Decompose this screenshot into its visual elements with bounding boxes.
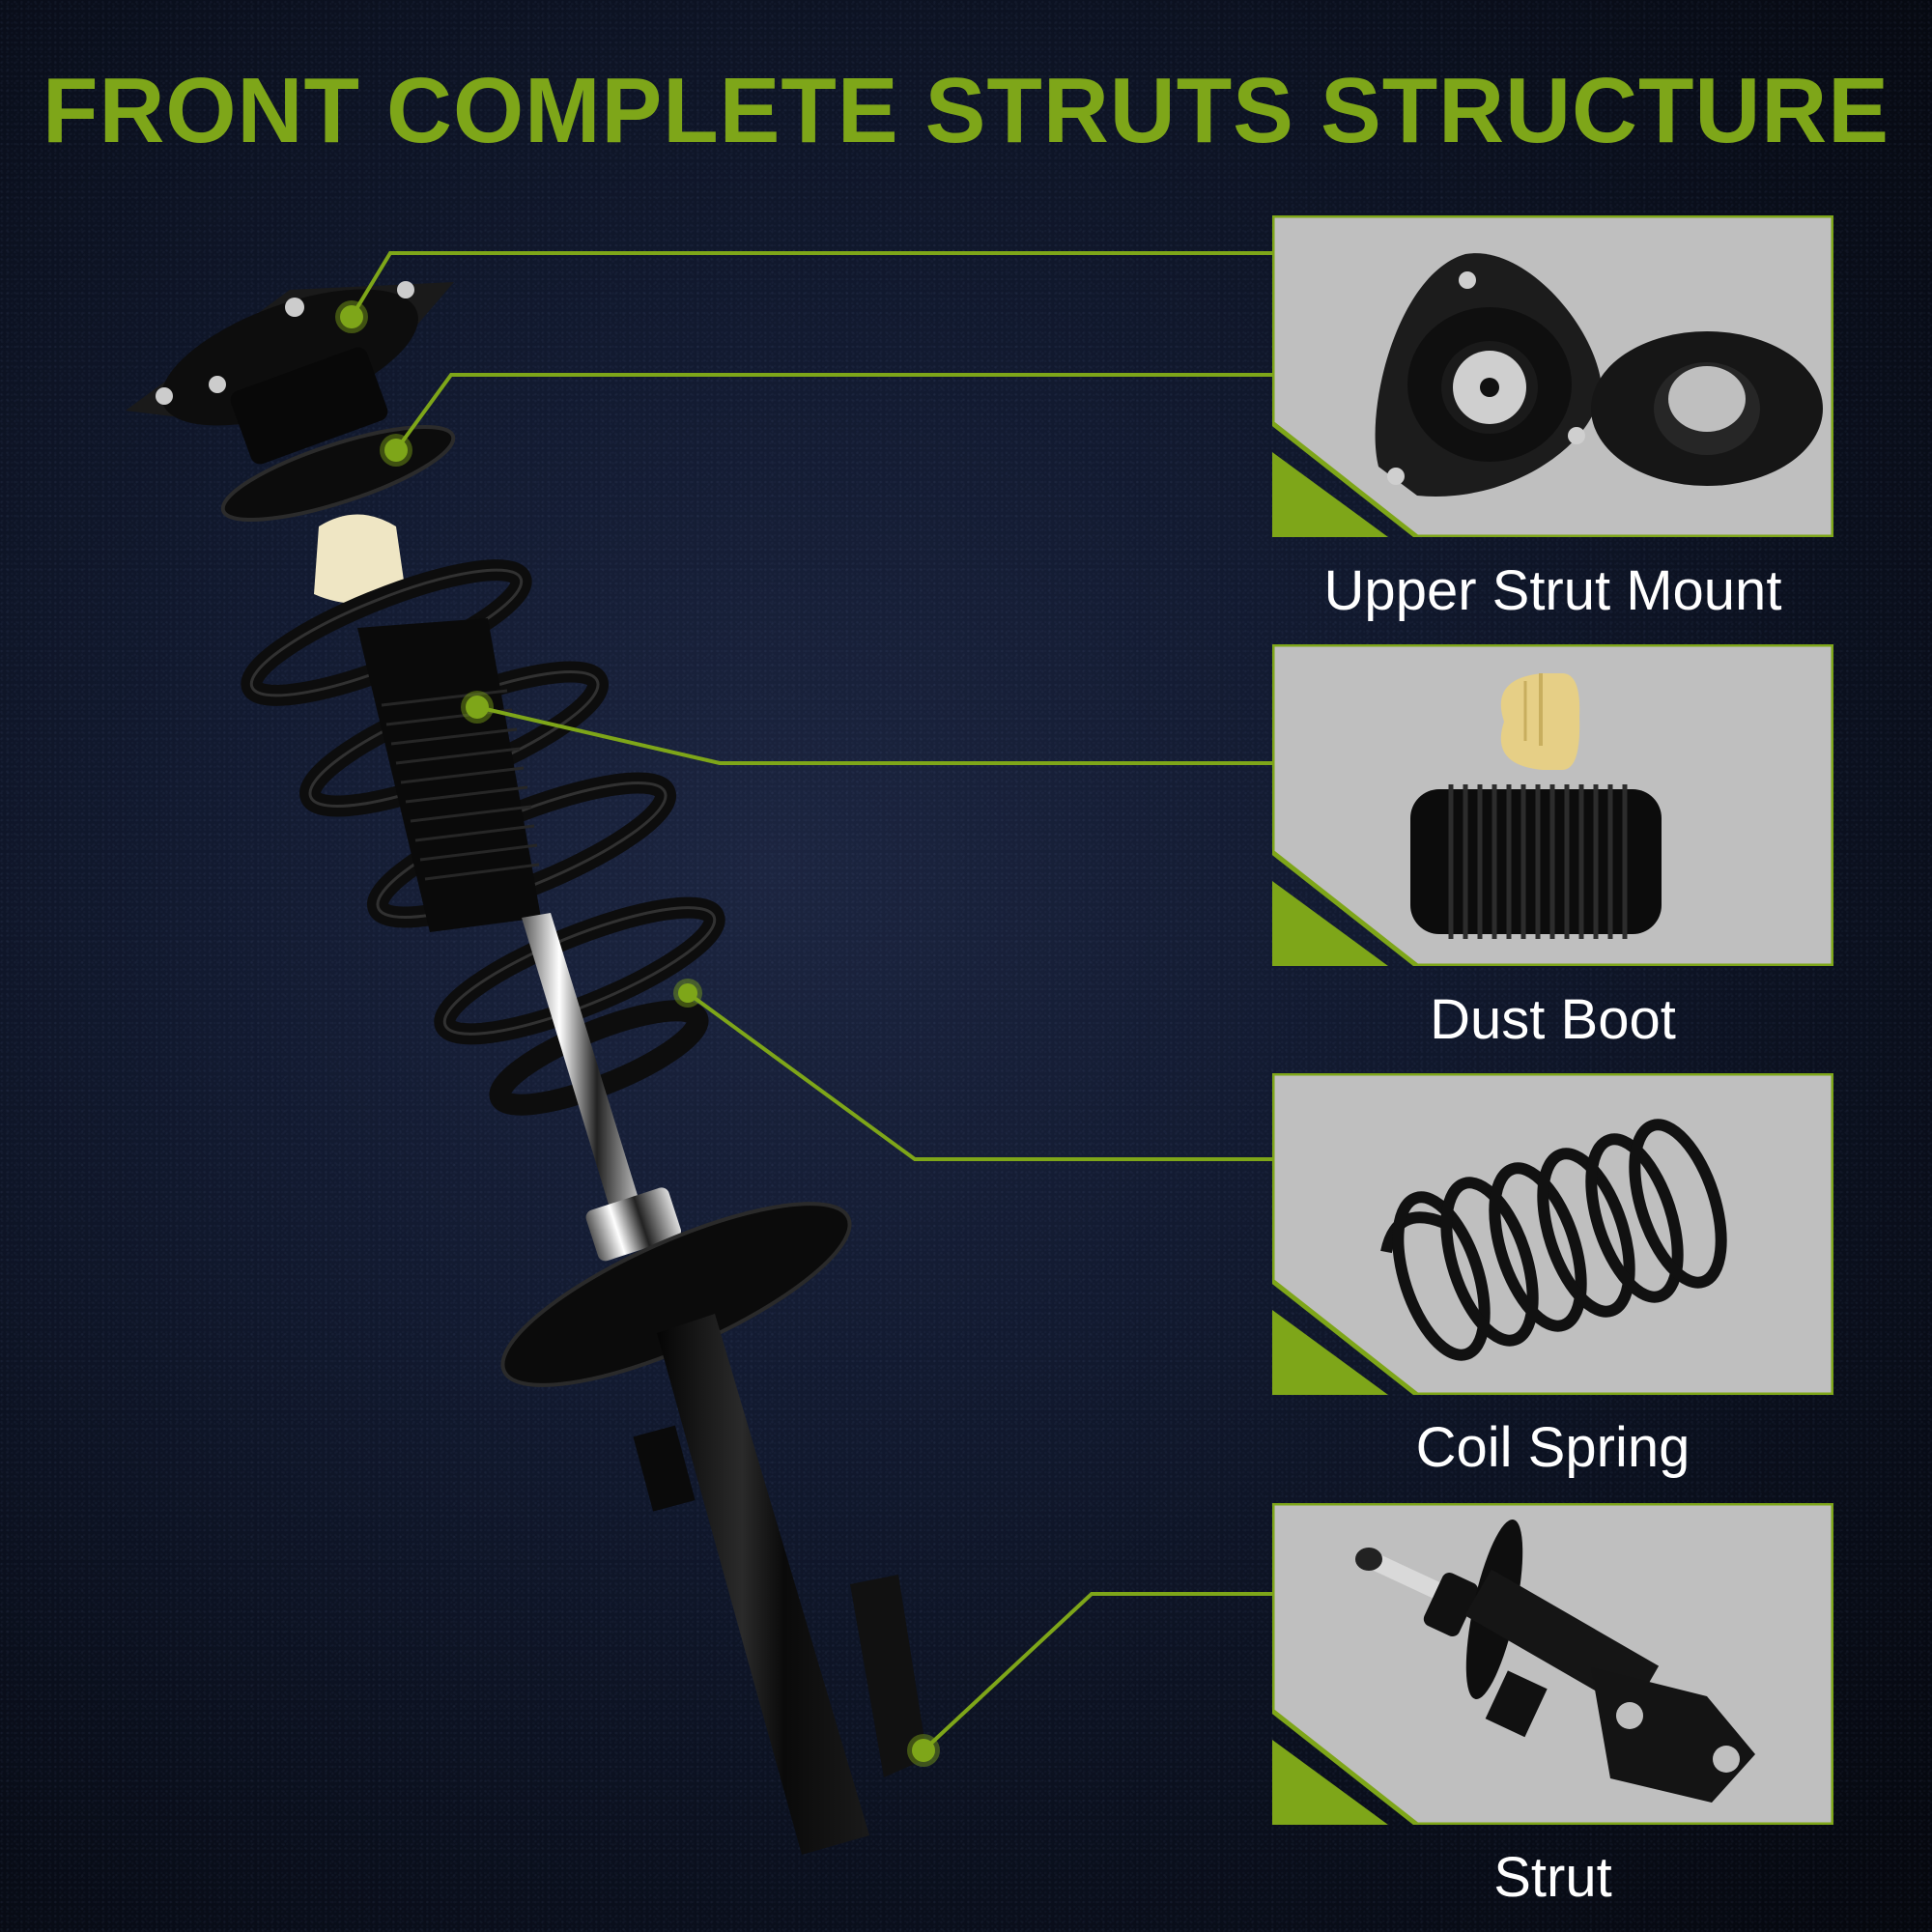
page-title: FRONT COMPLETE STRUTS STRUCTURE	[43, 59, 1889, 162]
component-panel-strut	[1272, 1503, 1833, 1825]
strut-icon	[1355, 1519, 1755, 1803]
component-panel-dust-boot	[1272, 644, 1833, 966]
component-label-coil-spring: Coil Spring	[1415, 1416, 1690, 1479]
component-label-upper-strut-mount: Upper Strut Mount	[1323, 559, 1782, 622]
component-panel-coil-spring	[1272, 1073, 1833, 1395]
dust-boot-part	[357, 618, 541, 932]
component-label-dust-boot: Dust Boot	[1430, 988, 1676, 1051]
component-panel-upper-strut-mount	[1272, 215, 1833, 537]
coil-spring-icon	[1380, 1119, 1727, 1361]
component-label-strut: Strut	[1493, 1846, 1612, 1909]
strut-body-part	[657, 1314, 869, 1855]
leader-lines	[350, 251, 1272, 1752]
callout-dots	[335, 300, 940, 1767]
strut-mount-icon	[1375, 253, 1823, 497]
bump-stop-part	[314, 514, 406, 604]
upper-mount-part	[126, 281, 454, 465]
piston-rod-part	[522, 913, 647, 1236]
dust-boot-icon	[1410, 673, 1662, 939]
